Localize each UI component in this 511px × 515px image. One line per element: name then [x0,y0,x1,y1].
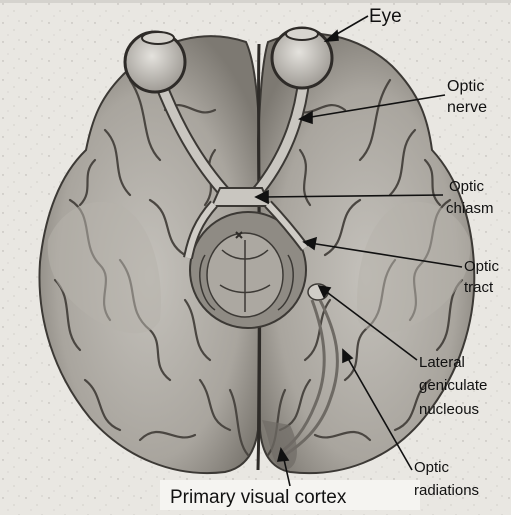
label-primary-visual-cortex: Primary visual cortex [170,487,346,509]
label-optic-tract-line2: tract [464,279,493,297]
label-eye: Eye [369,6,402,28]
label-optic-nerve-line1: Optic [447,77,484,96]
label-optic-tract-line1: Optic [464,258,499,276]
label-lgn-line3: nucleous [419,401,479,419]
label-optic-radiations-line2: radiations [414,482,479,500]
label-optic-nerve-line2: nerve [447,98,487,117]
label-lgn-line2: geniculate [419,377,487,395]
label-optic-chiasm-line2: chiasm [446,200,494,218]
label-lgn-line1: Lateral [419,354,465,372]
left-eye [125,32,185,92]
right-eye [272,28,332,88]
label-optic-chiasm-line1: Optic [449,178,484,196]
label-optic-radiations-line1: Optic [414,459,449,477]
